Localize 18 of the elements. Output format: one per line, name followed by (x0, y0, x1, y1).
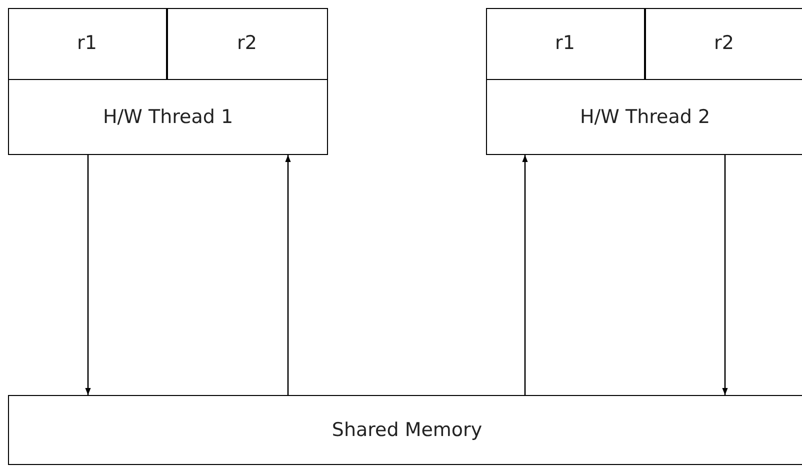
register-label: r2 (236, 31, 258, 55)
memory-label: Shared Memory (330, 418, 484, 442)
register-cell (486, 8, 644, 80)
register-label: r2 (713, 31, 735, 55)
register-cell (644, 8, 802, 80)
register-cell (8, 8, 166, 80)
register-label: r1 (554, 31, 576, 55)
arrow (285, 155, 291, 395)
arrow (522, 155, 528, 395)
register-label: r1 (76, 31, 98, 55)
thread-label: H/W Thread 1 (102, 105, 234, 129)
thread-label: H/W Thread 2 (578, 105, 712, 129)
register-cell (166, 8, 328, 80)
arrow (85, 155, 91, 395)
thread-box (8, 8, 328, 155)
arrow (722, 155, 728, 395)
thread-box (486, 8, 802, 155)
memory-box (8, 395, 802, 465)
